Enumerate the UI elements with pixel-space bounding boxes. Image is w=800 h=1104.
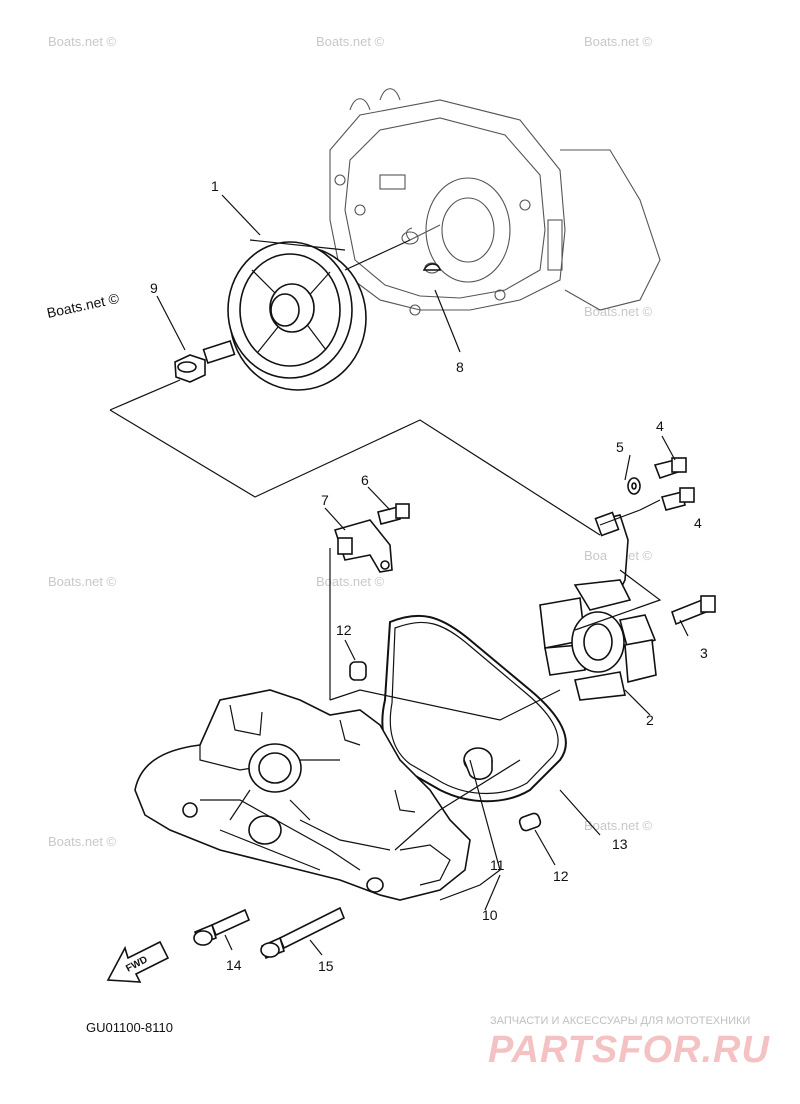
screw-lower[interactable] [660, 487, 695, 511]
watermark: Boats.net © [48, 574, 117, 589]
pickup-screw[interactable] [377, 503, 410, 525]
washer[interactable] [627, 477, 641, 495]
fwd-arrow-icon: FWD [106, 940, 170, 983]
cover-bolt-long[interactable] [260, 906, 346, 960]
callout-12: 12 [553, 868, 569, 884]
callout-4: 4 [694, 515, 702, 531]
callout-5: 5 [616, 439, 624, 455]
callout-9: 9 [150, 280, 158, 296]
leader-lines [109, 194, 689, 956]
callout-14: 14 [226, 957, 242, 973]
stator-assembly[interactable] [539, 511, 657, 701]
crankcase-cover[interactable] [134, 689, 471, 901]
watermark: Boats.net © [48, 34, 117, 49]
callout-7: 7 [321, 492, 329, 508]
flywheel-bolt[interactable] [174, 340, 236, 383]
cover-bolt-short[interactable] [193, 908, 251, 946]
watermark: Boats.net © [45, 290, 121, 321]
callout-2: 2 [646, 712, 654, 728]
screw-upper[interactable] [653, 457, 687, 480]
callout-13: 13 [612, 836, 628, 852]
pickup-coil[interactable] [329, 519, 393, 700]
watermark: Boats.net © [48, 834, 117, 849]
stator-bolt[interactable] [671, 595, 716, 626]
callout-4: 4 [656, 418, 664, 434]
watermark: Boats.net © [316, 34, 385, 49]
callout-15: 15 [318, 958, 334, 974]
watermark: Boats.net © [584, 304, 653, 319]
diagram-code: GU01100-8110 [86, 1020, 173, 1035]
callout-1: 1 [211, 178, 219, 194]
collar[interactable] [463, 747, 493, 780]
callout-8: 8 [456, 359, 464, 375]
callouts: 1 2 3 4 4 5 6 7 8 9 10 11 12 12 13 14 15 [150, 178, 708, 974]
shop-logo: PARTSFOR.RU [488, 1029, 770, 1071]
flywheel-rotor[interactable] [227, 239, 367, 391]
callout-3: 3 [700, 645, 708, 661]
engine-crankcase [329, 88, 661, 316]
watermark: Boats.net © [316, 574, 385, 589]
shop-watermark: ЗАПЧАСТИ И АКСЕССУАРЫ ДЛЯ МОТОТЕХНИКИ PA… [488, 1015, 770, 1071]
callout-10: 10 [482, 907, 498, 923]
watermark: Boats.net © [584, 34, 653, 49]
shop-tagline: ЗАПЧАСТИ И АКСЕССУАРЫ ДЛЯ МОТОТЕХНИКИ [490, 1015, 750, 1027]
watermark: Boats.net © [584, 818, 653, 833]
dowel-pin-lower[interactable] [518, 812, 542, 832]
dowel-pin-upper[interactable] [349, 661, 367, 681]
callout-11: 11 [490, 857, 505, 873]
woodruff-key[interactable] [422, 263, 442, 271]
callout-12: 12 [336, 622, 352, 638]
callout-6: 6 [361, 472, 369, 488]
